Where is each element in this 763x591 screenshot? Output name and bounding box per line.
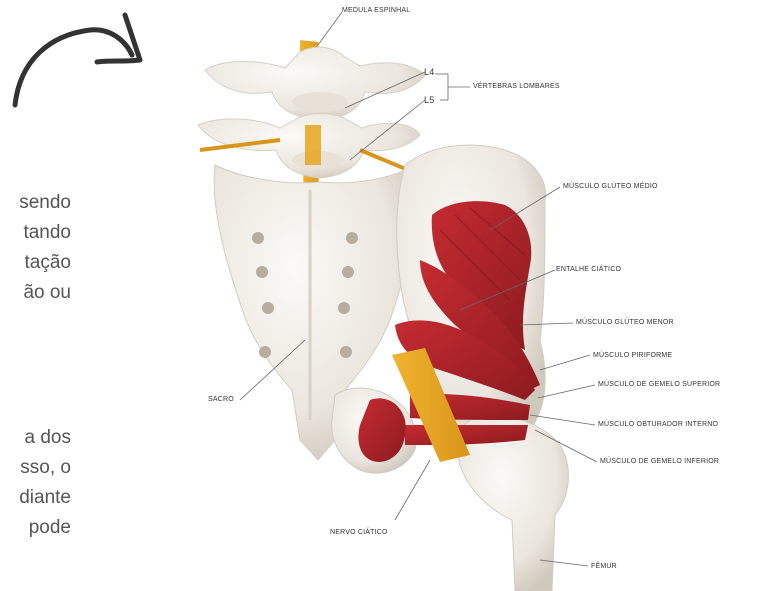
paragraph-2: a dos sso, o diante pode: [19, 423, 71, 543]
label-sacro: SACRO: [208, 396, 234, 403]
label-l4: L4: [424, 67, 434, 77]
curved-arrow-icon: [15, 15, 140, 105]
paragraph-line: tação: [19, 248, 71, 278]
label-gluteo-medio: MÚSCULO GLÚTEO MÉDIO: [563, 183, 658, 190]
label-gemelo-superior: MÚSCULO DE GEMELO SUPERIOR: [598, 381, 720, 388]
label-medula: MEDULA ESPINHAL: [342, 7, 410, 14]
paragraph-line: ão ou: [19, 278, 71, 308]
paragraph-1: sendo tando tação ão ou: [19, 188, 71, 308]
label-femur: FÊMUR: [591, 563, 617, 570]
label-entalhe: ENTALHE CIÁTICO: [556, 266, 621, 273]
paragraph-line: diante: [19, 483, 71, 513]
label-gemelo-inferior: MÚSCULO DE GEMELO INFERIOR: [600, 458, 719, 465]
vertebra-l4: [205, 47, 425, 120]
label-vertebras: VÉRTEBRAS LOMBARES: [473, 83, 560, 90]
paragraph-line: sendo: [19, 188, 71, 218]
paragraph-line: tando: [19, 218, 71, 248]
paragraph-line: a dos: [19, 423, 71, 453]
label-gluteo-menor: MÚSCULO GLÚTEO MENOR: [576, 319, 674, 326]
label-piriforme: MÚSCULO PIRIFORME: [593, 352, 672, 359]
paragraph-line: sso, o: [19, 453, 71, 483]
label-nervo: NERVO CIÁTICO: [330, 529, 388, 536]
label-l5: L5: [424, 95, 434, 105]
paragraph-line: pode: [19, 513, 71, 543]
label-obturador: MÚSCULO OBTURADOR INTERNO: [598, 421, 718, 428]
